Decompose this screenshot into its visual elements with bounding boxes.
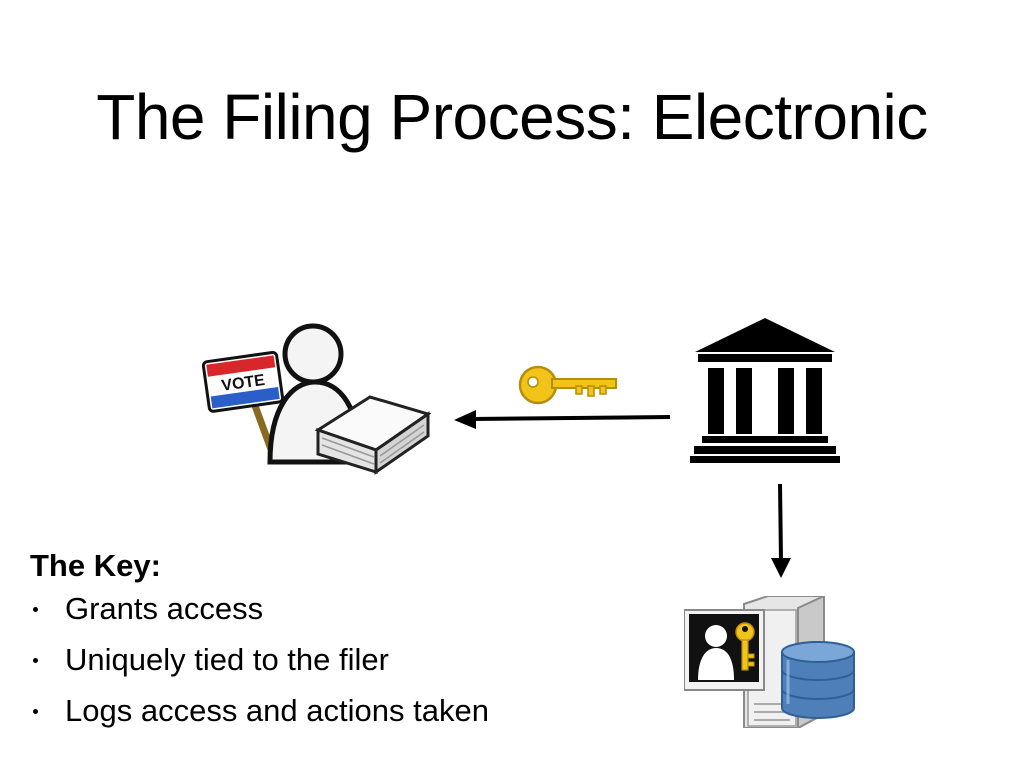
list-item: Uniquely tied to the filer bbox=[30, 641, 489, 692]
gold-key-icon bbox=[518, 362, 620, 408]
institution-to-server-arrow bbox=[768, 484, 794, 580]
vote-sign-text: VOTE bbox=[220, 372, 266, 395]
key-section: The Key: Grants access Uniquely tied to … bbox=[30, 548, 489, 743]
slide-title: The Filing Process: Electronic bbox=[96, 81, 928, 153]
list-item: Logs access and actions taken bbox=[30, 692, 489, 743]
institution-to-filer-arrow bbox=[452, 408, 674, 430]
list-item-text: Uniquely tied to the filer bbox=[65, 642, 389, 677]
key-list: Grants access Uniquely tied to the filer… bbox=[30, 590, 489, 743]
list-item-text: Grants access bbox=[65, 591, 264, 626]
government-building-icon bbox=[690, 318, 840, 463]
server-database-with-user-key-icon bbox=[684, 596, 856, 728]
key-heading: The Key: bbox=[30, 548, 161, 583]
bullet-icon bbox=[33, 658, 38, 663]
person-with-vote-sign-and-papers-icon: VOTE bbox=[200, 312, 435, 482]
list-item: Grants access bbox=[30, 590, 489, 641]
bullet-icon bbox=[33, 709, 38, 714]
list-item-text: Logs access and actions taken bbox=[65, 693, 489, 728]
bullet-icon bbox=[33, 607, 38, 612]
